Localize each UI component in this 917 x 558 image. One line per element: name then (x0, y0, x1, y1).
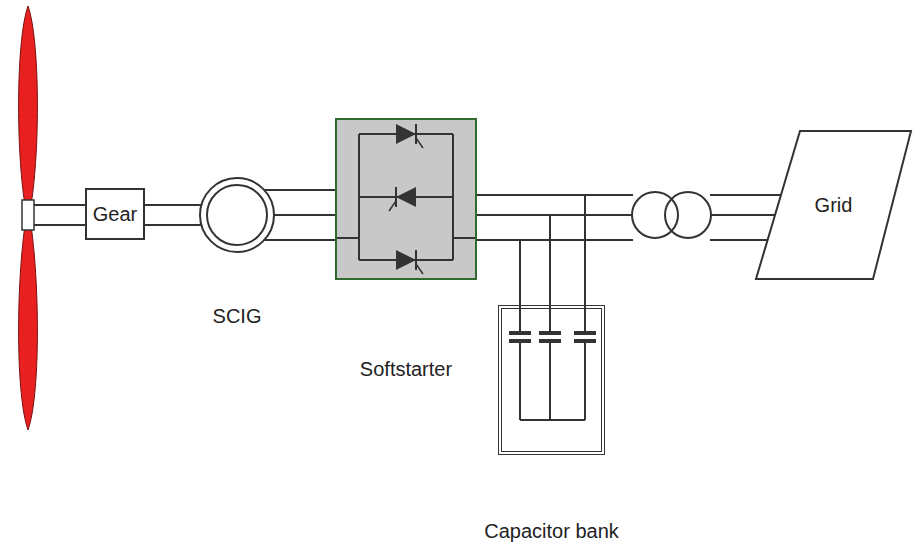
node-label: Softstarter (360, 358, 452, 381)
softstarter-box: Softstarter (335, 118, 477, 390)
node-label: Grid (815, 194, 853, 217)
softstarter-housing (335, 118, 477, 280)
capacitor-symbol (498, 305, 605, 455)
generator-circle: SCIG (199, 177, 275, 342)
capacitor-tap (477, 195, 585, 307)
capacitor-housing (498, 305, 605, 455)
grid-box: Grid (755, 130, 912, 280)
turbine-blade (19, 6, 38, 430)
node-label: Gear (93, 203, 137, 226)
node-label: SCIG (213, 305, 262, 328)
drive-shaft (145, 205, 201, 225)
thyristor-symbol (337, 120, 475, 278)
generator-symbol (199, 177, 275, 253)
three-phase-line (265, 190, 335, 240)
transformer-symbol (632, 192, 711, 238)
gearbox-box: Gear (85, 188, 145, 240)
capacitor-bank-box: Capacitor bank (498, 305, 605, 545)
node-label: Capacitor bank (484, 520, 619, 543)
grid-line (477, 195, 781, 240)
